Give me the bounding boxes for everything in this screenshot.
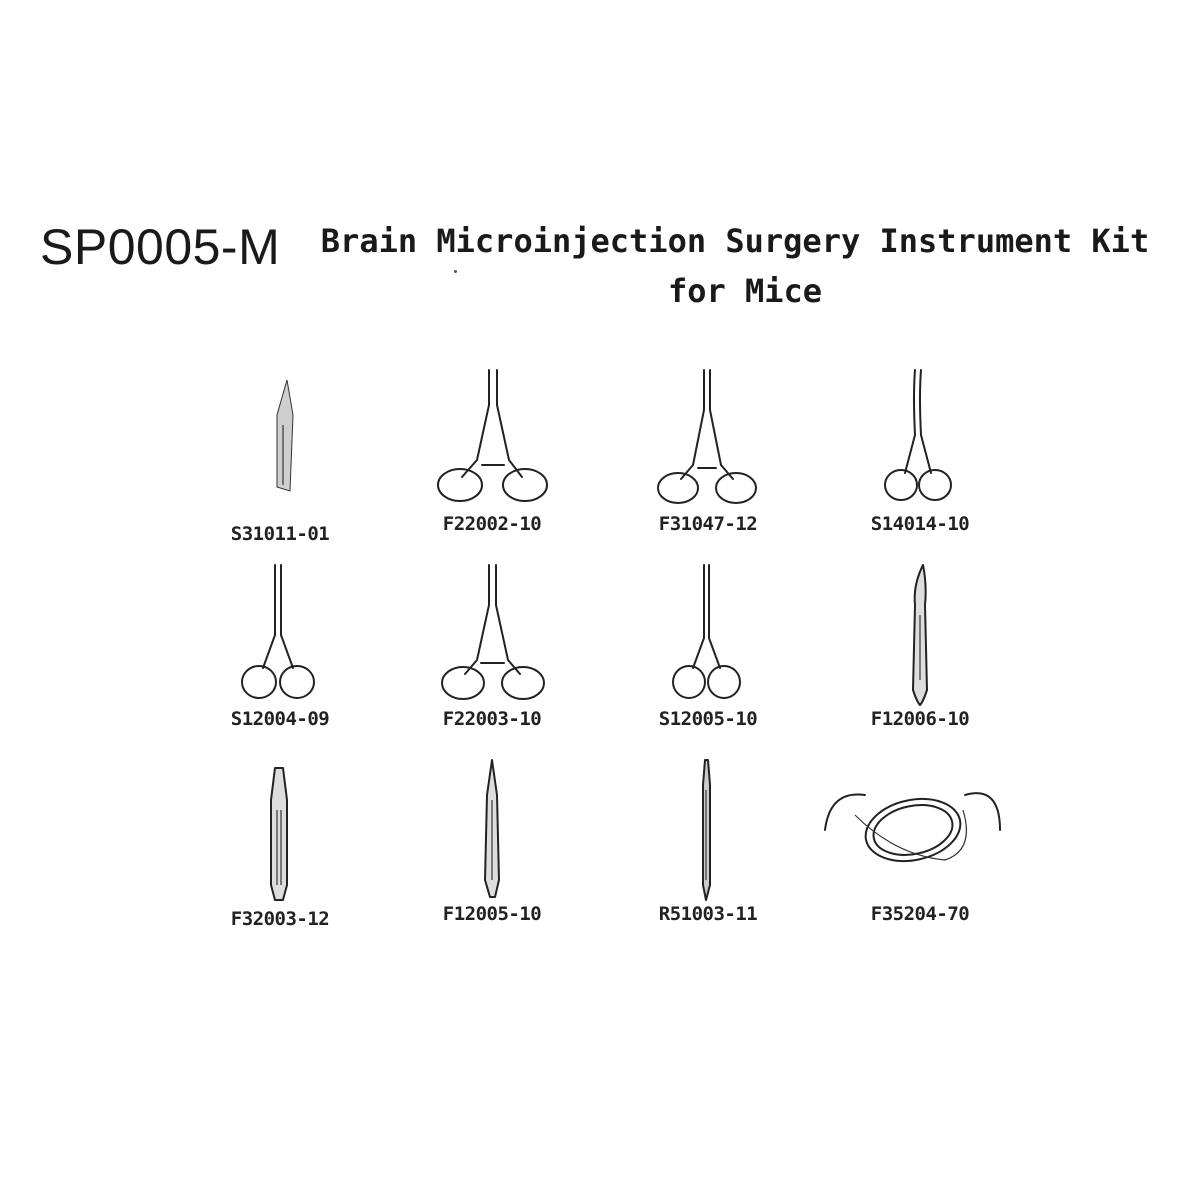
scalpel-blade-icon: [276, 379, 294, 492]
instrument-card: F32003-12: [165, 760, 395, 955]
instrument-card: F31047-12: [593, 365, 823, 560]
kit-code: SP0005-M: [40, 219, 281, 275]
kit-title-line2: for Mice: [667, 272, 823, 310]
instrument-card: F12006-10: [805, 560, 1035, 755]
instrument-card: S12004-09: [165, 560, 395, 755]
instrument-code: S12005-10: [658, 708, 758, 730]
scissors-icon: [241, 564, 315, 699]
instrument-code: R51003-11: [658, 903, 758, 925]
needle-holder-icon: [657, 369, 757, 504]
curved-forceps-icon: [912, 564, 928, 706]
instrument-card: S31011-01: [165, 375, 395, 570]
instrument-card: F22002-10: [377, 365, 607, 560]
instrument-card: R51003-11: [593, 755, 823, 950]
forceps-icon: [484, 759, 500, 898]
hemostatic-forceps-icon: [441, 564, 545, 700]
instrument-code: F32003-12: [230, 908, 330, 930]
instrument-code: S12004-09: [230, 708, 330, 730]
instrument-code: F35204-70: [870, 903, 970, 925]
kit-title-line1: Brain Microinjection Surgery Instrument …: [320, 222, 1150, 260]
instrument-card: F12005-10: [377, 755, 607, 950]
speck: [454, 270, 457, 273]
instrument-code: F12005-10: [442, 903, 542, 925]
retractor-probe-icon: [702, 759, 711, 901]
hemostatic-forceps-icon: [437, 369, 548, 502]
curved-scissors-icon: [884, 369, 952, 501]
instrument-code: F22002-10: [442, 513, 542, 535]
scissors-icon: [672, 564, 741, 699]
instrument-code: F12006-10: [870, 708, 970, 730]
instrument-code: F31047-12: [658, 513, 758, 535]
instrument-code: S31011-01: [230, 523, 330, 545]
instrument-card: F22003-10: [377, 560, 607, 755]
kit-title: Brain Microinjection Surgery Instrument …: [300, 216, 1170, 316]
instrument-card: F35204-70: [805, 755, 1035, 950]
instrument-code: F22003-10: [442, 708, 542, 730]
instrument-code: S14014-10: [870, 513, 970, 535]
instrument-card: S12005-10: [593, 560, 823, 755]
instrument-card: S14014-10: [805, 365, 1035, 560]
scalpel-handle-icon: [270, 767, 288, 901]
suture-icon: [824, 792, 1001, 862]
